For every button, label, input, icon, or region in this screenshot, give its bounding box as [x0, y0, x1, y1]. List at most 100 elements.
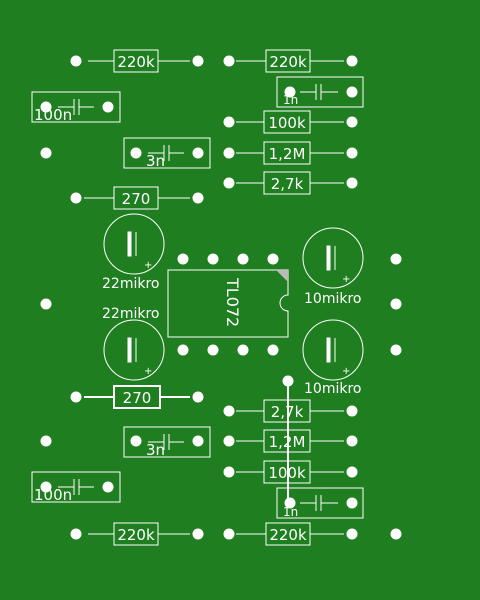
label-3n: 3n	[146, 441, 165, 459]
solder-pad	[70, 528, 82, 540]
label-10mikro: 10mikro	[304, 381, 361, 397]
solder-pad	[237, 253, 249, 265]
solder-pad	[346, 497, 358, 509]
capacitors	[31, 76, 364, 519]
solder-pad	[346, 116, 358, 128]
label-1-2m: 1,2M	[269, 145, 306, 163]
solder-pad	[346, 405, 358, 417]
solder-pad	[207, 253, 219, 265]
label-100k: 100k	[268, 464, 306, 482]
solder-pad	[223, 177, 235, 189]
solder-pad	[40, 481, 52, 493]
capacitor-1n-bottom[interactable]	[276, 487, 364, 519]
capacitor-3n-top[interactable]	[123, 137, 211, 169]
solder-pad	[40, 101, 52, 113]
pads	[40, 55, 402, 540]
solder-pad	[223, 405, 235, 417]
solder-pad	[40, 147, 52, 159]
label-1n: 1n	[283, 505, 298, 519]
solder-pad	[346, 86, 358, 98]
solder-pad	[346, 528, 358, 540]
solder-pad	[192, 147, 204, 159]
solder-pad	[346, 177, 358, 189]
label-2-7k: 2,7k	[271, 175, 304, 193]
electrolytic-22mikro-top[interactable]	[103, 213, 165, 275]
solder-pad	[237, 344, 249, 356]
label-100n: 100n	[34, 486, 72, 504]
label-tl072: TL072	[223, 277, 242, 327]
label-1n: 1n	[283, 93, 298, 107]
capacitor-100n-bottom[interactable]	[31, 471, 121, 503]
label-220k: 220k	[269, 526, 307, 544]
solder-pad	[346, 435, 358, 447]
resistor-220k-top-right[interactable]	[236, 49, 344, 73]
resistor-220k-bottom-left[interactable]	[88, 522, 190, 546]
label-2-7k: 2,7k	[271, 403, 304, 421]
label-270: 270	[122, 190, 151, 208]
solder-pad	[223, 116, 235, 128]
resistor-270-bottom[interactable]	[84, 385, 190, 409]
polarity-plus: +	[342, 274, 350, 285]
label-1-2m: 1,2M	[269, 433, 306, 451]
solder-pad	[346, 466, 358, 478]
label-270: 270	[123, 389, 152, 407]
solder-pad	[284, 497, 296, 509]
ic-tl072[interactable]	[167, 269, 289, 338]
polarity-plus: +	[144, 260, 152, 271]
resistor-220k-bottom-right[interactable]	[236, 522, 344, 546]
solder-pad	[223, 55, 235, 67]
electrolytic-10mikro-bottom[interactable]	[302, 319, 364, 381]
solder-pad	[70, 192, 82, 204]
polarity-plus: +	[342, 366, 350, 377]
solder-pad	[390, 528, 402, 540]
solder-pad	[70, 391, 82, 403]
resistor-220k-top-left[interactable]	[88, 49, 190, 73]
resistor-270-top[interactable]	[84, 186, 190, 210]
solder-pad	[223, 528, 235, 540]
solder-pad	[130, 435, 142, 447]
solder-pad	[192, 528, 204, 540]
solder-pad	[207, 344, 219, 356]
solder-pad	[267, 253, 279, 265]
solder-pad	[346, 55, 358, 67]
resistor-100k-top[interactable]	[236, 110, 344, 134]
label-220k: 220k	[117, 526, 155, 544]
label-3n: 3n	[146, 152, 165, 170]
solder-pad	[192, 435, 204, 447]
capacitor-1n-top[interactable]	[276, 76, 364, 108]
solder-pad	[192, 55, 204, 67]
label-100k: 100k	[268, 114, 306, 132]
label-220k: 220k	[269, 53, 307, 71]
solder-pad	[130, 147, 142, 159]
solder-pad	[40, 298, 52, 310]
electrolytic-10mikro-top[interactable]	[302, 227, 364, 289]
solder-pad	[192, 391, 204, 403]
solder-pad	[390, 253, 402, 265]
solder-pad	[177, 344, 189, 356]
electrolytic-22mikro-bottom[interactable]	[103, 319, 165, 381]
ic-pin1-marker	[276, 270, 288, 282]
solder-pad	[346, 147, 358, 159]
resistor-1-2m-top[interactable]	[236, 141, 344, 165]
solder-pad	[192, 192, 204, 204]
solder-pad	[102, 101, 114, 113]
polarity-plus: +	[144, 366, 152, 377]
labels: 220k 220k 100k 1,2M 2,7k 270 270 2,7k 1,…	[34, 53, 361, 544]
label-220k: 220k	[117, 53, 155, 71]
resistors	[84, 49, 344, 546]
label-22mikro: 22mikro	[102, 276, 159, 292]
solder-pad	[390, 298, 402, 310]
solder-pad	[223, 147, 235, 159]
solder-pad	[70, 55, 82, 67]
solder-pad	[267, 344, 279, 356]
solder-pad	[223, 466, 235, 478]
resistor-2-7k-top[interactable]	[236, 171, 344, 195]
label-22mikro: 22mikro	[102, 306, 159, 322]
capacitor-100n-top[interactable]	[31, 91, 121, 123]
solder-pad	[177, 253, 189, 265]
solder-pad	[282, 375, 294, 387]
solder-pad	[102, 481, 114, 493]
capacitor-3n-bottom[interactable]	[123, 426, 211, 458]
